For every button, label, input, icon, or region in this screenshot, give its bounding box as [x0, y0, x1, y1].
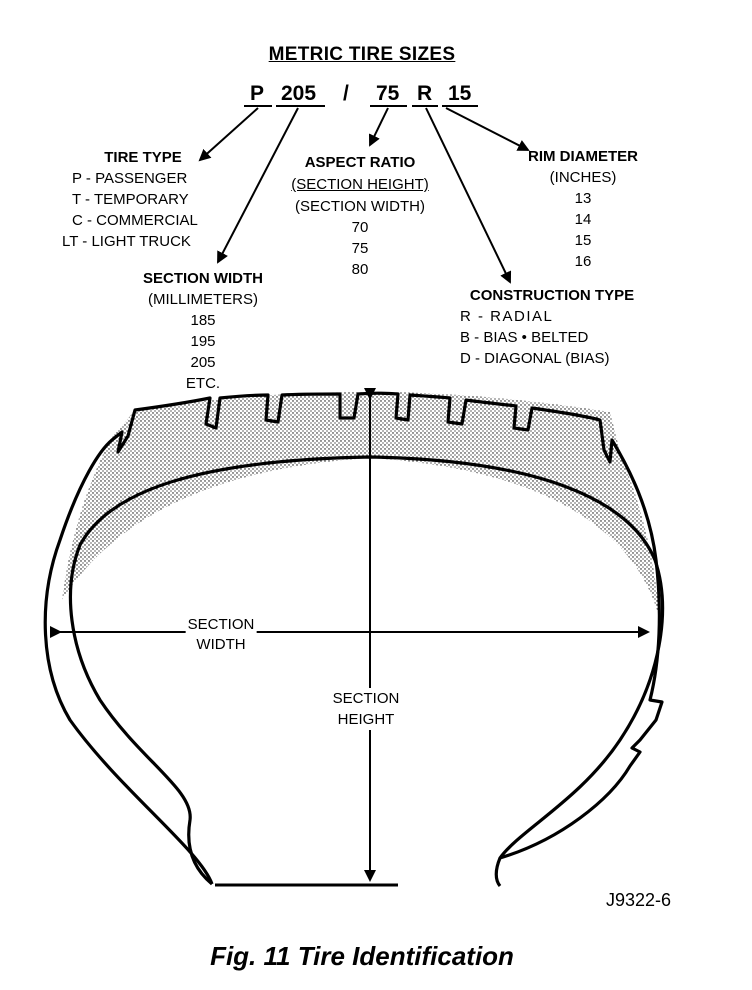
tire-type-item: P - PASSENGER: [72, 170, 188, 187]
section-width-value: 195: [190, 333, 216, 350]
code-tire-type: P: [250, 82, 265, 105]
construction-type-item: B - BIAS • BELTED: [460, 329, 589, 346]
tire-tread: [62, 392, 660, 620]
page-title: METRIC TIRE SIZES: [268, 44, 456, 65]
aspect-ratio-value: 75: [351, 240, 369, 257]
rim-diameter-heading: RIM DIAMETER: [528, 148, 638, 165]
tire-type-item: T - TEMPORARY: [72, 191, 189, 208]
arrow-to-section-width: [217, 107, 299, 264]
aspect-ratio-value: 70: [351, 219, 369, 236]
tire-type-item: C - COMMERCIAL: [72, 212, 198, 229]
section-width-label-line2: WIDTH: [196, 636, 246, 653]
section-width-value: 185: [190, 312, 216, 329]
section-width-unit: (MILLIMETERS): [147, 291, 259, 308]
aspect-ratio-denominator: (SECTION WIDTH): [295, 198, 425, 215]
figure-caption: Fig. 11 Tire Identification: [210, 941, 514, 971]
construction-type-item: R - RADIAL: [460, 308, 554, 325]
code-section-width: 205: [281, 82, 317, 105]
section-height-label-line2: HEIGHT: [335, 709, 397, 730]
tire-type-heading: TIRE TYPE: [104, 149, 182, 166]
tire-type-item: LT - LIGHT TRUCK: [62, 233, 191, 250]
section-width-value: ETC.: [185, 375, 221, 392]
construction-type-heading: CONSTRUCTION TYPE: [469, 287, 635, 304]
code-aspect-ratio: 75: [376, 82, 400, 105]
section-height-label-line1: SECTION: [330, 688, 402, 709]
arrow-to-rim-diameter: [445, 107, 530, 151]
section-width-value: 205: [190, 354, 216, 371]
arrow-to-construction-type: [425, 107, 512, 284]
arrow-to-aspect-ratio: [368, 107, 389, 147]
code-rim-diameter: 15: [448, 82, 472, 105]
tire-outer-outline: [43, 391, 664, 888]
code-construction: R: [417, 82, 433, 105]
aspect-ratio-numerator: (SECTION HEIGHT): [291, 176, 429, 193]
construction-type-item: D - DIAGONAL (BIAS): [460, 350, 610, 367]
rim-diameter-unit: (INCHES): [549, 169, 617, 186]
figure-number: J9322-6: [606, 890, 672, 910]
aspect-ratio-value: 80: [351, 261, 369, 278]
code-pointer-arrows: [198, 107, 530, 284]
section-width-heading: SECTION WIDTH: [143, 270, 263, 287]
aspect-ratio-heading: ASPECT RATIO: [304, 154, 416, 171]
code-slash: /: [343, 82, 349, 105]
rim-diameter-value: 14: [574, 211, 592, 228]
rim-diameter-value: 13: [574, 190, 592, 207]
rim-diameter-value: 15: [574, 232, 592, 249]
tire-inner-outline: [68, 455, 665, 886]
rim-diameter-value: 16: [574, 253, 592, 270]
section-width-label-line1: SECTION: [185, 614, 257, 635]
arrow-to-tire-type: [198, 107, 259, 162]
